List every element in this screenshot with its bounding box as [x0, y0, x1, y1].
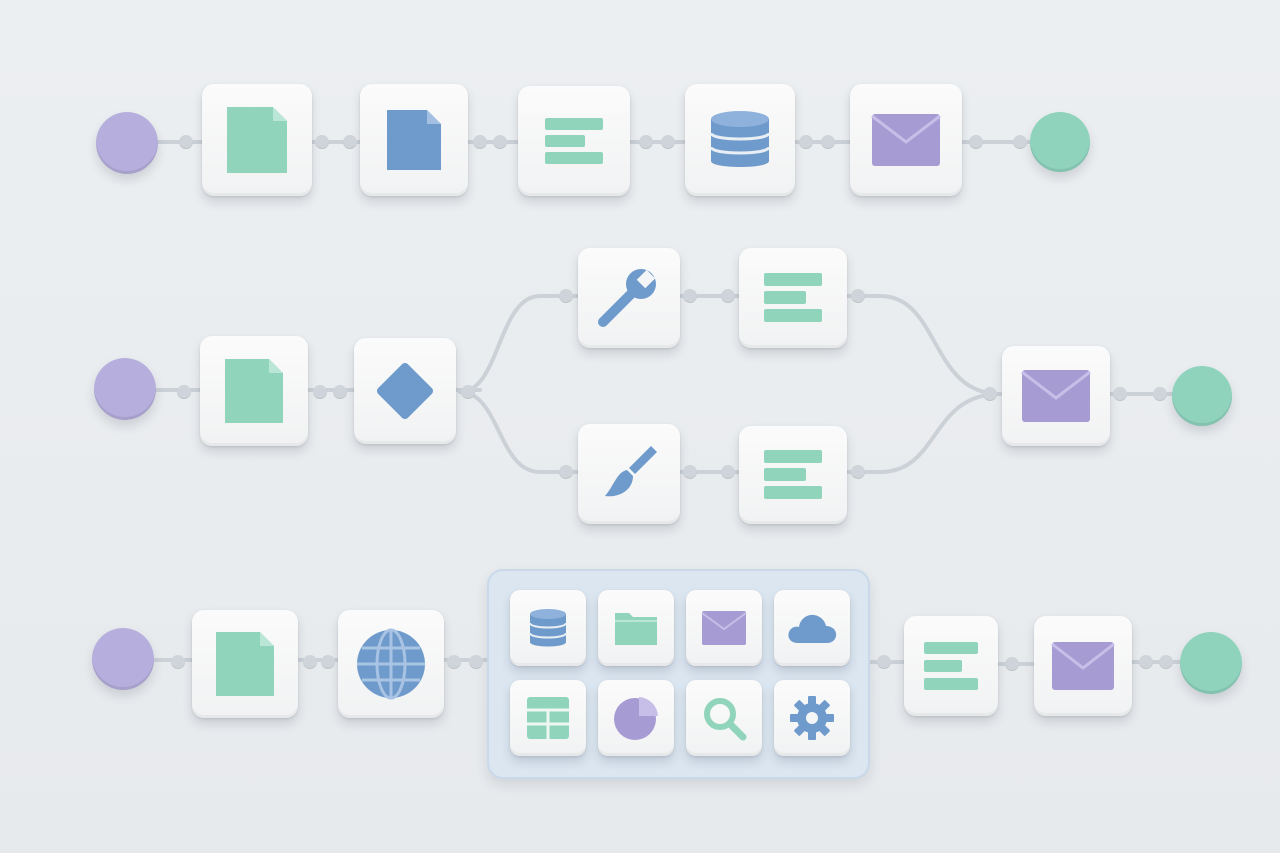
- search-icon: [702, 696, 747, 741]
- mail-icon: [701, 610, 747, 646]
- connector-port[interactable]: [343, 135, 357, 149]
- connector-line: [458, 390, 582, 474]
- connector-port[interactable]: [851, 465, 865, 479]
- connector-port[interactable]: [473, 135, 487, 149]
- list-icon: [762, 448, 824, 502]
- end-terminal[interactable]: [1180, 632, 1242, 694]
- list-icon: [762, 271, 824, 325]
- start-terminal[interactable]: [92, 628, 154, 690]
- connector-port[interactable]: [639, 135, 653, 149]
- connector-port[interactable]: [799, 135, 813, 149]
- connector-port[interactable]: [721, 465, 735, 479]
- connector-port[interactable]: [969, 135, 983, 149]
- connector-port[interactable]: [877, 655, 891, 669]
- connector-port[interactable]: [493, 135, 507, 149]
- brush-icon: [599, 444, 659, 504]
- mail-node[interactable]: [850, 84, 962, 196]
- list-node[interactable]: [739, 248, 847, 348]
- pie-chart-icon: [613, 695, 659, 741]
- start-terminal[interactable]: [96, 112, 158, 174]
- connector-port[interactable]: [1113, 387, 1127, 401]
- mail-icon: [1050, 640, 1116, 692]
- group-search-tile[interactable]: [686, 680, 762, 756]
- database-node[interactable]: [685, 84, 795, 196]
- connector-port[interactable]: [469, 655, 483, 669]
- connector-port[interactable]: [559, 289, 573, 303]
- list-icon: [922, 640, 980, 692]
- connector-port[interactable]: [683, 289, 697, 303]
- connector-port[interactable]: [321, 655, 335, 669]
- list-node[interactable]: [739, 426, 847, 524]
- connector-port[interactable]: [1013, 135, 1027, 149]
- connector-port[interactable]: [461, 385, 475, 399]
- connector-port[interactable]: [1005, 657, 1019, 671]
- connector-port[interactable]: [559, 465, 573, 479]
- connector-line: [458, 294, 582, 394]
- document-icon: [223, 103, 291, 177]
- connector-port[interactable]: [821, 135, 835, 149]
- table-icon: [526, 696, 570, 740]
- group-gear-tile[interactable]: [774, 680, 850, 756]
- list-node[interactable]: [518, 86, 630, 196]
- connector-port[interactable]: [333, 385, 347, 399]
- connector-port[interactable]: [1139, 655, 1153, 669]
- connector-port[interactable]: [313, 385, 327, 399]
- connector-port[interactable]: [661, 135, 675, 149]
- end-terminal[interactable]: [1030, 112, 1090, 172]
- connector-port[interactable]: [303, 655, 317, 669]
- database-icon: [528, 607, 568, 649]
- group-table-tile[interactable]: [510, 680, 586, 756]
- mail-icon: [1020, 368, 1092, 424]
- globe-node[interactable]: [338, 610, 444, 718]
- document-node[interactable]: [200, 336, 308, 446]
- group-cloud-tile[interactable]: [774, 590, 850, 666]
- connector-port[interactable]: [851, 289, 865, 303]
- start-terminal[interactable]: [94, 358, 156, 420]
- end-terminal[interactable]: [1172, 366, 1232, 426]
- connector-port[interactable]: [315, 135, 329, 149]
- connector-port[interactable]: [1153, 387, 1167, 401]
- list-node[interactable]: [904, 616, 998, 716]
- group-mail-tile[interactable]: [686, 590, 762, 666]
- document-icon: [221, 355, 287, 427]
- wrench-node[interactable]: [578, 248, 680, 348]
- connector-port[interactable]: [447, 655, 461, 669]
- group-database-tile[interactable]: [510, 590, 586, 666]
- decision-node[interactable]: [354, 338, 456, 444]
- document-node[interactable]: [192, 610, 298, 718]
- connector-port[interactable]: [177, 385, 191, 399]
- mail-node[interactable]: [1002, 346, 1110, 446]
- folder-icon: [613, 609, 659, 647]
- cloud-icon: [786, 611, 838, 645]
- connector-port[interactable]: [1159, 655, 1173, 669]
- gear-icon: [789, 695, 835, 741]
- connector-line: [845, 294, 1002, 396]
- mail-icon: [870, 112, 942, 168]
- connector-line: [845, 392, 1002, 474]
- connector-port[interactable]: [721, 289, 735, 303]
- connector-port[interactable]: [983, 387, 997, 401]
- globe-icon: [355, 628, 427, 700]
- connector-port[interactable]: [683, 465, 697, 479]
- wrench-icon: [597, 268, 661, 328]
- mail-node[interactable]: [1034, 616, 1132, 716]
- document-node[interactable]: [202, 84, 312, 196]
- group-pie-chart-tile[interactable]: [598, 680, 674, 756]
- file-icon: [383, 106, 445, 174]
- decision-diamond-icon: [370, 356, 440, 426]
- database-icon: [709, 109, 771, 171]
- file-node[interactable]: [360, 84, 468, 196]
- brush-node[interactable]: [578, 424, 680, 524]
- list-icon: [543, 116, 605, 166]
- connector-port[interactable]: [171, 655, 185, 669]
- group-folder-tile[interactable]: [598, 590, 674, 666]
- document-icon: [212, 628, 278, 700]
- connector-port[interactable]: [179, 135, 193, 149]
